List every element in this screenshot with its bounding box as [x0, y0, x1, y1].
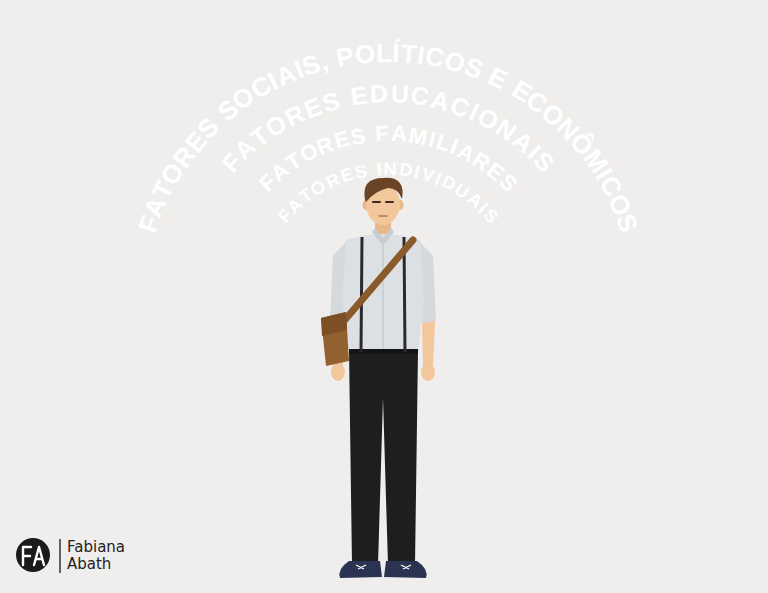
ring-node: FATORES SOCIAIS, POLÍTICOS E ECONÔMICOSF…	[118, 36, 658, 576]
ring-title-letter: I	[376, 160, 382, 178]
ring-outline	[251, 169, 525, 443]
ring-title-letter: L	[375, 40, 391, 66]
ring-outline	[135, 53, 641, 559]
ring-title-letter: D	[398, 160, 413, 180]
ring-title-letter: D	[370, 81, 389, 107]
ring-title: FATORES INDIVIDUAIS	[267, 151, 509, 234]
ring-title-letter: O	[353, 40, 376, 68]
ring-node: FATORES EDUCACIONAISFATORES FAMILIARESFA…	[160, 78, 616, 534]
logo-wordmark: Fabiana Abath	[67, 539, 129, 574]
ring-title-letter: C	[409, 83, 431, 110]
ring-title-letter: P	[334, 42, 356, 71]
ring-node: FATORES FAMILIARESFATORES INDIVIDUAIS	[202, 120, 574, 492]
ring-title-letter	[368, 161, 375, 179]
ring-title-letter: S	[349, 125, 367, 149]
ring-band	[160, 78, 616, 534]
ring-title-letter: N	[384, 160, 397, 178]
ring-title-letter: E	[485, 63, 512, 94]
ring-title-letter: T	[400, 40, 418, 67]
ring-outline	[216, 134, 560, 478]
ring-title-letter: M	[407, 124, 429, 149]
ring-title-letter: E	[349, 82, 369, 109]
ring-title-letter	[366, 124, 374, 147]
ring-outline	[176, 94, 600, 518]
ring-title: FATORES FAMILIARES	[246, 112, 530, 205]
ring-title-letter: A	[390, 123, 407, 146]
ring-title-letter: Í	[392, 40, 400, 66]
ring-title-letter: S	[353, 162, 368, 182]
ring-title-letter: F	[375, 123, 389, 145]
ring-node: FATORES INDIVIDUAIS	[240, 158, 536, 454]
ring-title-letter: U	[390, 81, 409, 107]
